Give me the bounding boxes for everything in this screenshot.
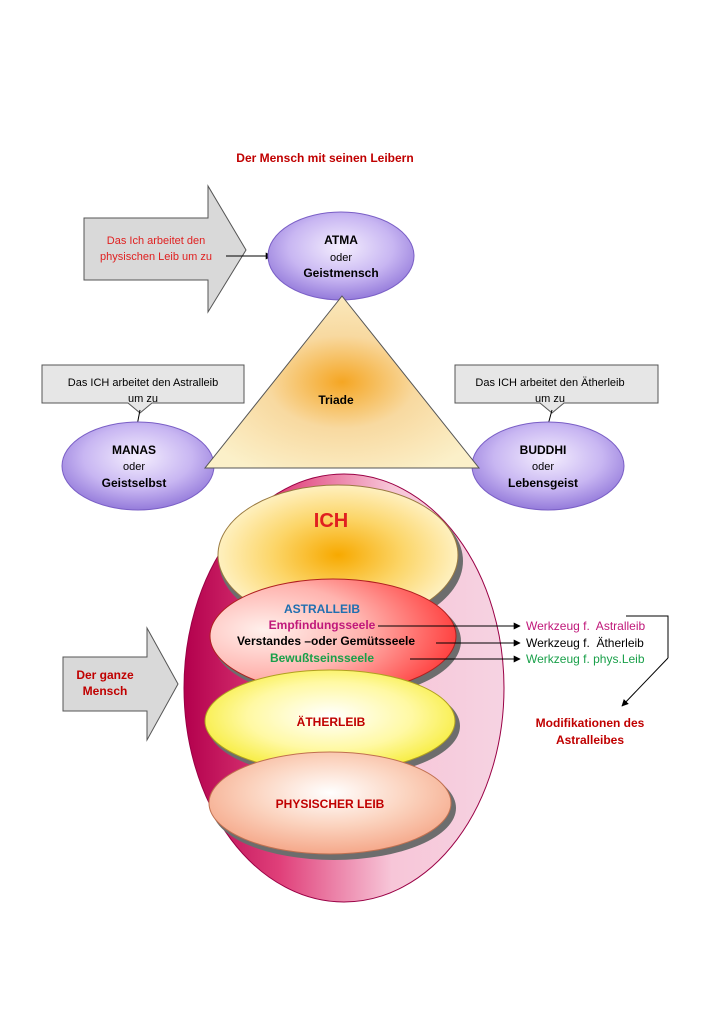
- arrow-physisch-line2: physischen Leib um zu: [100, 251, 212, 263]
- arrow-ganzer-mensch: Der ganze Mensch: [62, 626, 179, 742]
- page-title: Der Mensch mit seinen Leibern: [236, 151, 413, 165]
- verstandesseele-label: Verstandes –oder Gemütsseele: [237, 634, 415, 648]
- astralleib-title: ASTRALLEIB: [284, 602, 360, 616]
- callout-aether: Das ICH arbeitet den Ätherleib um zu: [454, 364, 659, 414]
- ganzer-mensch-line2: Mensch: [83, 684, 128, 698]
- callout-astral: Das ICH arbeitet den Astralleib um zu: [41, 364, 245, 414]
- manas-title: MANAS: [112, 443, 156, 457]
- callout-astral-line1: Das ICH arbeitet den Astralleib: [68, 377, 218, 389]
- bewusstseinsseele-label: Bewußtseinsseele: [270, 651, 374, 665]
- callout-astral-line2: um zu: [128, 393, 158, 405]
- manas-ellipse: MANAS oder Geistselbst: [61, 421, 215, 511]
- buddhi-oder: oder: [532, 461, 554, 473]
- werkzeug-bracket: [626, 615, 669, 658]
- physischer-leib-label: PHYSISCHER LEIB: [276, 797, 385, 811]
- buddhi-title: BUDDHI: [520, 443, 567, 457]
- ganzer-mensch-line1: Der ganze: [76, 668, 134, 682]
- empfindungsseele-label: Empfindungsseele: [269, 618, 376, 632]
- aetherleib-ellipse: ÄTHERLEIB: [204, 669, 460, 778]
- atma-oder: oder: [330, 252, 352, 264]
- astralleib-ellipse: ASTRALLEIB Empfindungsseele Verstandes –…: [209, 578, 461, 699]
- physischer-leib-ellipse: PHYSISCHER LEIB: [208, 751, 456, 860]
- atma-geistmensch: Geistmensch: [303, 266, 378, 280]
- triade-triangle: Triade: [203, 295, 481, 469]
- ich-label: ICH: [314, 510, 348, 532]
- triade-label: Triade: [318, 393, 354, 407]
- callout-aether-line2: um zu: [535, 393, 565, 405]
- arrow-physisch: Das Ich arbeitet den physischen Leib um …: [83, 184, 247, 314]
- buddhi-lebensgeist: Lebensgeist: [508, 476, 578, 490]
- aetherleib-label: ÄTHERLEIB: [297, 714, 366, 729]
- arrow-modifikationen: [621, 657, 669, 707]
- modifikationen-line1: Modifikationen des: [536, 716, 645, 730]
- werkzeug-phys-label: Werkzeug f. phys.Leib: [526, 652, 645, 666]
- manas-oder: oder: [123, 461, 145, 473]
- atma-ellipse: ATMA oder Geistmensch: [267, 211, 415, 301]
- werkzeug-aether-label: Werkzeug f. Ätherleib: [526, 636, 644, 650]
- callout-aether-line1: Das ICH arbeitet den Ätherleib: [475, 377, 624, 389]
- manas-geistselbst: Geistselbst: [102, 476, 167, 490]
- werkzeug-astral-label: Werkzeug f. Astralleib: [526, 619, 645, 633]
- modifikationen-line2: Astralleibes: [556, 733, 624, 747]
- buddhi-ellipse: BUDDHI oder Lebensgeist: [471, 421, 625, 511]
- atma-title: ATMA: [324, 233, 358, 247]
- arrow-physisch-line1: Das Ich arbeitet den: [107, 235, 205, 247]
